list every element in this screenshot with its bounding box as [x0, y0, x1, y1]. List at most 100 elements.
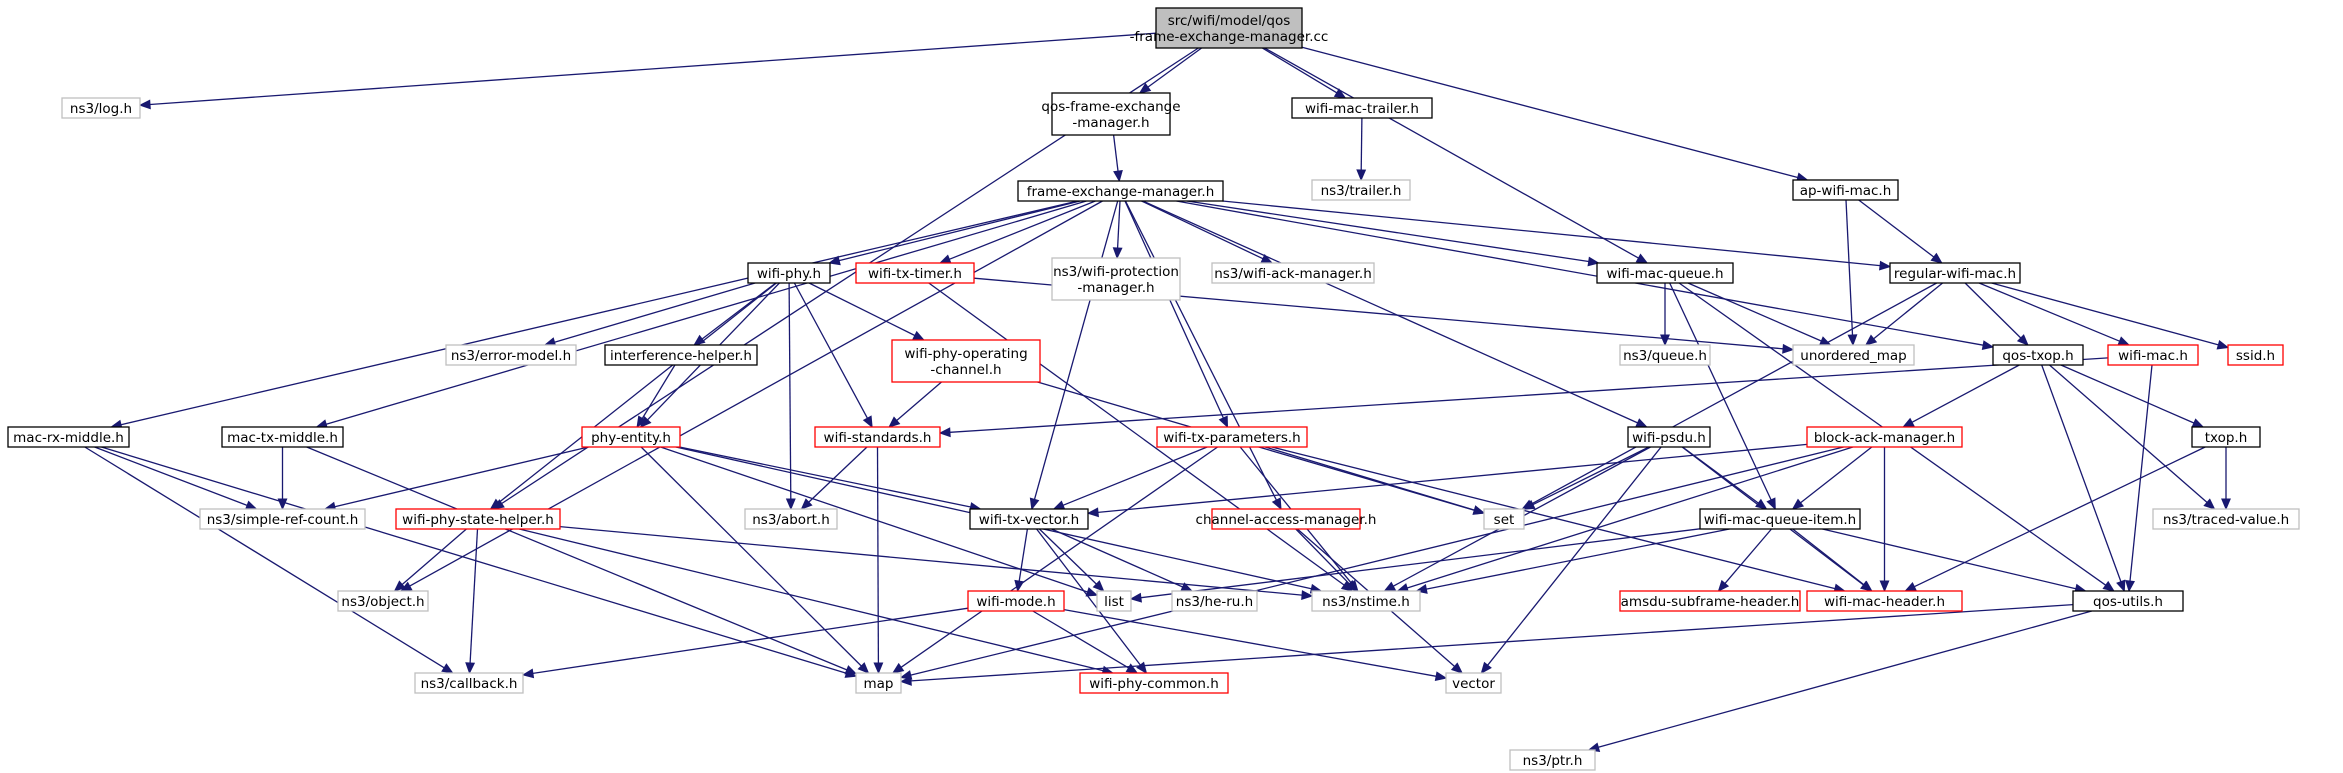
- node-set[interactable]: set: [1483, 508, 1525, 530]
- node-tv[interactable]: ns3/traced-value.h: [2152, 508, 2300, 530]
- node-wmode[interactable]: wifi-mode.h: [967, 590, 1065, 612]
- edge-arrowhead: [1086, 507, 1099, 518]
- node-label: wifi-tx-vector.h: [979, 512, 1079, 528]
- edge-ih-to-pe: [636, 364, 676, 429]
- node-box: [814, 426, 941, 448]
- node-box: [1509, 749, 1596, 771]
- node-wmh[interactable]: wifi-mac-header.h: [1806, 590, 1963, 612]
- node-fem[interactable]: frame-exchange-manager.h: [1017, 180, 1224, 202]
- node-obj[interactable]: ns3/object.h: [337, 590, 429, 612]
- node-box: [1017, 180, 1224, 202]
- node-wmac[interactable]: wifi-mac.h: [2107, 344, 2199, 366]
- edge-fem-to-wtp: [1124, 200, 1229, 429]
- node-wtt[interactable]: wifi-tx-timer.h: [855, 262, 975, 284]
- node-ash[interactable]: amsdu-subframe-header.h: [1619, 590, 1801, 612]
- node-bam[interactable]: block-ack-manager.h: [1806, 426, 1963, 448]
- node-map[interactable]: map: [855, 672, 902, 694]
- edge-line: [1112, 134, 1119, 172]
- node-label: wifi-mac-header.h: [1824, 594, 1945, 610]
- node-box: [1619, 590, 1801, 612]
- node-wtv[interactable]: wifi-tx-vector.h: [969, 508, 1089, 530]
- edge-line: [1991, 282, 2219, 346]
- edge-arrowhead: [1879, 580, 1890, 593]
- edge-line: [900, 446, 1218, 668]
- node-qutils[interactable]: qos-utils.h: [2072, 590, 2184, 612]
- node-wpc[interactable]: wifi-phy-common.h: [1079, 672, 1229, 694]
- edge-pe-to-src: [323, 446, 589, 512]
- edge-arrowhead: [1587, 256, 1600, 267]
- node-log[interactable]: ns3/log.h: [61, 97, 141, 119]
- edge-line: [1265, 446, 1475, 511]
- edge-arrowhead: [277, 498, 288, 511]
- edge-arrowhead: [873, 662, 884, 675]
- node-label: wifi-mac-trailer.h: [1305, 101, 1419, 117]
- node-root[interactable]: src/wifi/model/qos-frame-exchange-manage…: [1130, 7, 1329, 49]
- node-qfem[interactable]: qos-frame-exchange-manager.h: [1041, 92, 1181, 136]
- edge-root-to-log: [138, 32, 1157, 110]
- edge-line: [808, 446, 868, 503]
- node-wphy[interactable]: wifi-phy.h: [747, 262, 831, 284]
- edge-line: [1261, 47, 1338, 94]
- node-wpsdu[interactable]: wifi-psdu.h: [1627, 426, 1711, 448]
- node-ssid[interactable]: ssid.h: [2227, 344, 2284, 366]
- node-cam[interactable]: channel-access-manager.h: [1196, 508, 1377, 530]
- node-rwm[interactable]: regular-wifi-mac.h: [1889, 262, 2021, 284]
- node-ih[interactable]: interference-helper.h: [604, 344, 758, 366]
- node-wpsh[interactable]: wifi-phy-state-helper.h: [395, 508, 561, 530]
- node-box: [1291, 97, 1433, 119]
- node-vector[interactable]: vector: [1445, 672, 1502, 694]
- node-wmt[interactable]: wifi-mac-trailer.h: [1291, 97, 1433, 119]
- node-trailer[interactable]: ns3/trailer.h: [1311, 179, 1411, 201]
- node-qtxop[interactable]: qos-txop.h: [1992, 344, 2084, 366]
- node-label: ns3/error-model.h: [451, 348, 571, 364]
- node-label: wifi-mode.h: [976, 594, 1055, 610]
- node-cb[interactable]: ns3/callback.h: [414, 672, 524, 694]
- node-box: [969, 508, 1089, 530]
- edge-arrowhead: [828, 255, 841, 266]
- node-box: [581, 426, 681, 448]
- node-wtp[interactable]: wifi-tx-parameters.h: [1156, 426, 1308, 448]
- node-ptr[interactable]: ns3/ptr.h: [1509, 749, 1596, 771]
- edge-line: [149, 32, 1157, 106]
- edge-wphy-to-wpoc: [808, 282, 925, 341]
- edge-fem-to-wtv: [1029, 200, 1119, 511]
- node-mtxm[interactable]: mac-tx-middle.h: [221, 426, 344, 448]
- node-mrxm[interactable]: mac-rx-middle.h: [7, 426, 130, 448]
- edge-line: [1407, 446, 1854, 589]
- edge-arrowhead: [1930, 252, 1943, 264]
- node-wmq[interactable]: wifi-mac-queue.h: [1596, 262, 1734, 284]
- node-pe[interactable]: phy-entity.h: [581, 426, 681, 448]
- node-wpoc[interactable]: wifi-phy-operating-channel.h: [891, 339, 1041, 383]
- node-wmqi[interactable]: wifi-mac-queue-item.h: [1699, 508, 1861, 530]
- edge-line: [1295, 528, 1350, 585]
- edge-root-to-qfem: [1138, 47, 1202, 94]
- node-queue[interactable]: ns3/queue.h: [1619, 344, 1711, 366]
- node-box: [1311, 179, 1411, 201]
- node-errm[interactable]: ns3/error-model.h: [445, 344, 577, 366]
- edge-line: [641, 364, 676, 419]
- node-box: [744, 508, 838, 530]
- edge-wmt-to-trailer: [1356, 117, 1367, 182]
- node-box: [2152, 508, 2300, 530]
- node-heru[interactable]: ns3/he-ru.h: [1171, 590, 1258, 612]
- edge-arrowhead: [1660, 334, 1670, 347]
- node-apwm[interactable]: ap-wifi-mac.h: [1792, 179, 1899, 201]
- node-umap[interactable]: unordered_map: [1792, 344, 1915, 366]
- node-src[interactable]: ns3/simple-ref-count.h: [199, 508, 366, 530]
- node-abort[interactable]: ns3/abort.h: [744, 508, 838, 530]
- node-nstime[interactable]: ns3/nstime.h: [1311, 590, 1421, 612]
- edge-mrxm-to-map: [101, 446, 858, 678]
- node-txop[interactable]: txop.h: [2191, 426, 2261, 448]
- edge-line: [1914, 446, 2206, 588]
- edge-arrowhead: [2116, 579, 2126, 593]
- edge-qtxop-to-bam: [1902, 364, 2020, 428]
- edge-wtp-to-map: [891, 446, 1218, 674]
- node-ws[interactable]: wifi-standards.h: [814, 426, 941, 448]
- node-wam[interactable]: ns3/wifi-ack-manager.h: [1211, 262, 1375, 284]
- edge-line: [1051, 528, 1183, 588]
- edge-arrowhead: [1218, 415, 1229, 429]
- node-list[interactable]: list: [1096, 590, 1132, 612]
- node-wpm[interactable]: ns3/wifi-protection-manager.h: [1051, 257, 1181, 301]
- edge-line: [910, 446, 1844, 676]
- node-label: regular-wifi-mac.h: [1894, 266, 2016, 282]
